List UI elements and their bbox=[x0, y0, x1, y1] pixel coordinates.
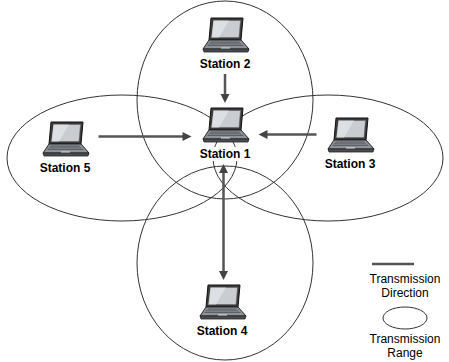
station-label: Station 5 bbox=[38, 161, 93, 175]
laptop-icon bbox=[39, 120, 91, 160]
legend-label: Transmission Range bbox=[363, 332, 447, 360]
laptop-icon bbox=[196, 283, 248, 323]
transmission-arrow bbox=[219, 164, 228, 280]
station-label: Station 4 bbox=[195, 324, 250, 338]
transmission-arrow bbox=[221, 74, 230, 103]
station-node: Station 3 bbox=[320, 116, 381, 171]
legend-ellipse-sample bbox=[383, 307, 427, 329]
station-label: Station 1 bbox=[198, 147, 253, 161]
transmission-arrow bbox=[259, 130, 317, 139]
station-node: Station 5 bbox=[35, 120, 96, 175]
range-ellipse bbox=[137, 1, 313, 199]
laptop-icon bbox=[199, 106, 251, 146]
laptop-icon bbox=[324, 116, 376, 156]
station-node: Station 1 bbox=[195, 106, 256, 161]
legend-label: Transmission Direction bbox=[363, 272, 447, 300]
station-label: Station 3 bbox=[323, 157, 378, 171]
station-label: Station 2 bbox=[198, 57, 253, 71]
range-ellipse bbox=[137, 166, 313, 360]
station-node: Station 4 bbox=[192, 283, 253, 338]
legend-line-sample bbox=[372, 263, 414, 266]
station-node: Station 2 bbox=[195, 16, 256, 71]
transmission-arrow bbox=[99, 132, 192, 141]
laptop-icon bbox=[199, 16, 251, 56]
